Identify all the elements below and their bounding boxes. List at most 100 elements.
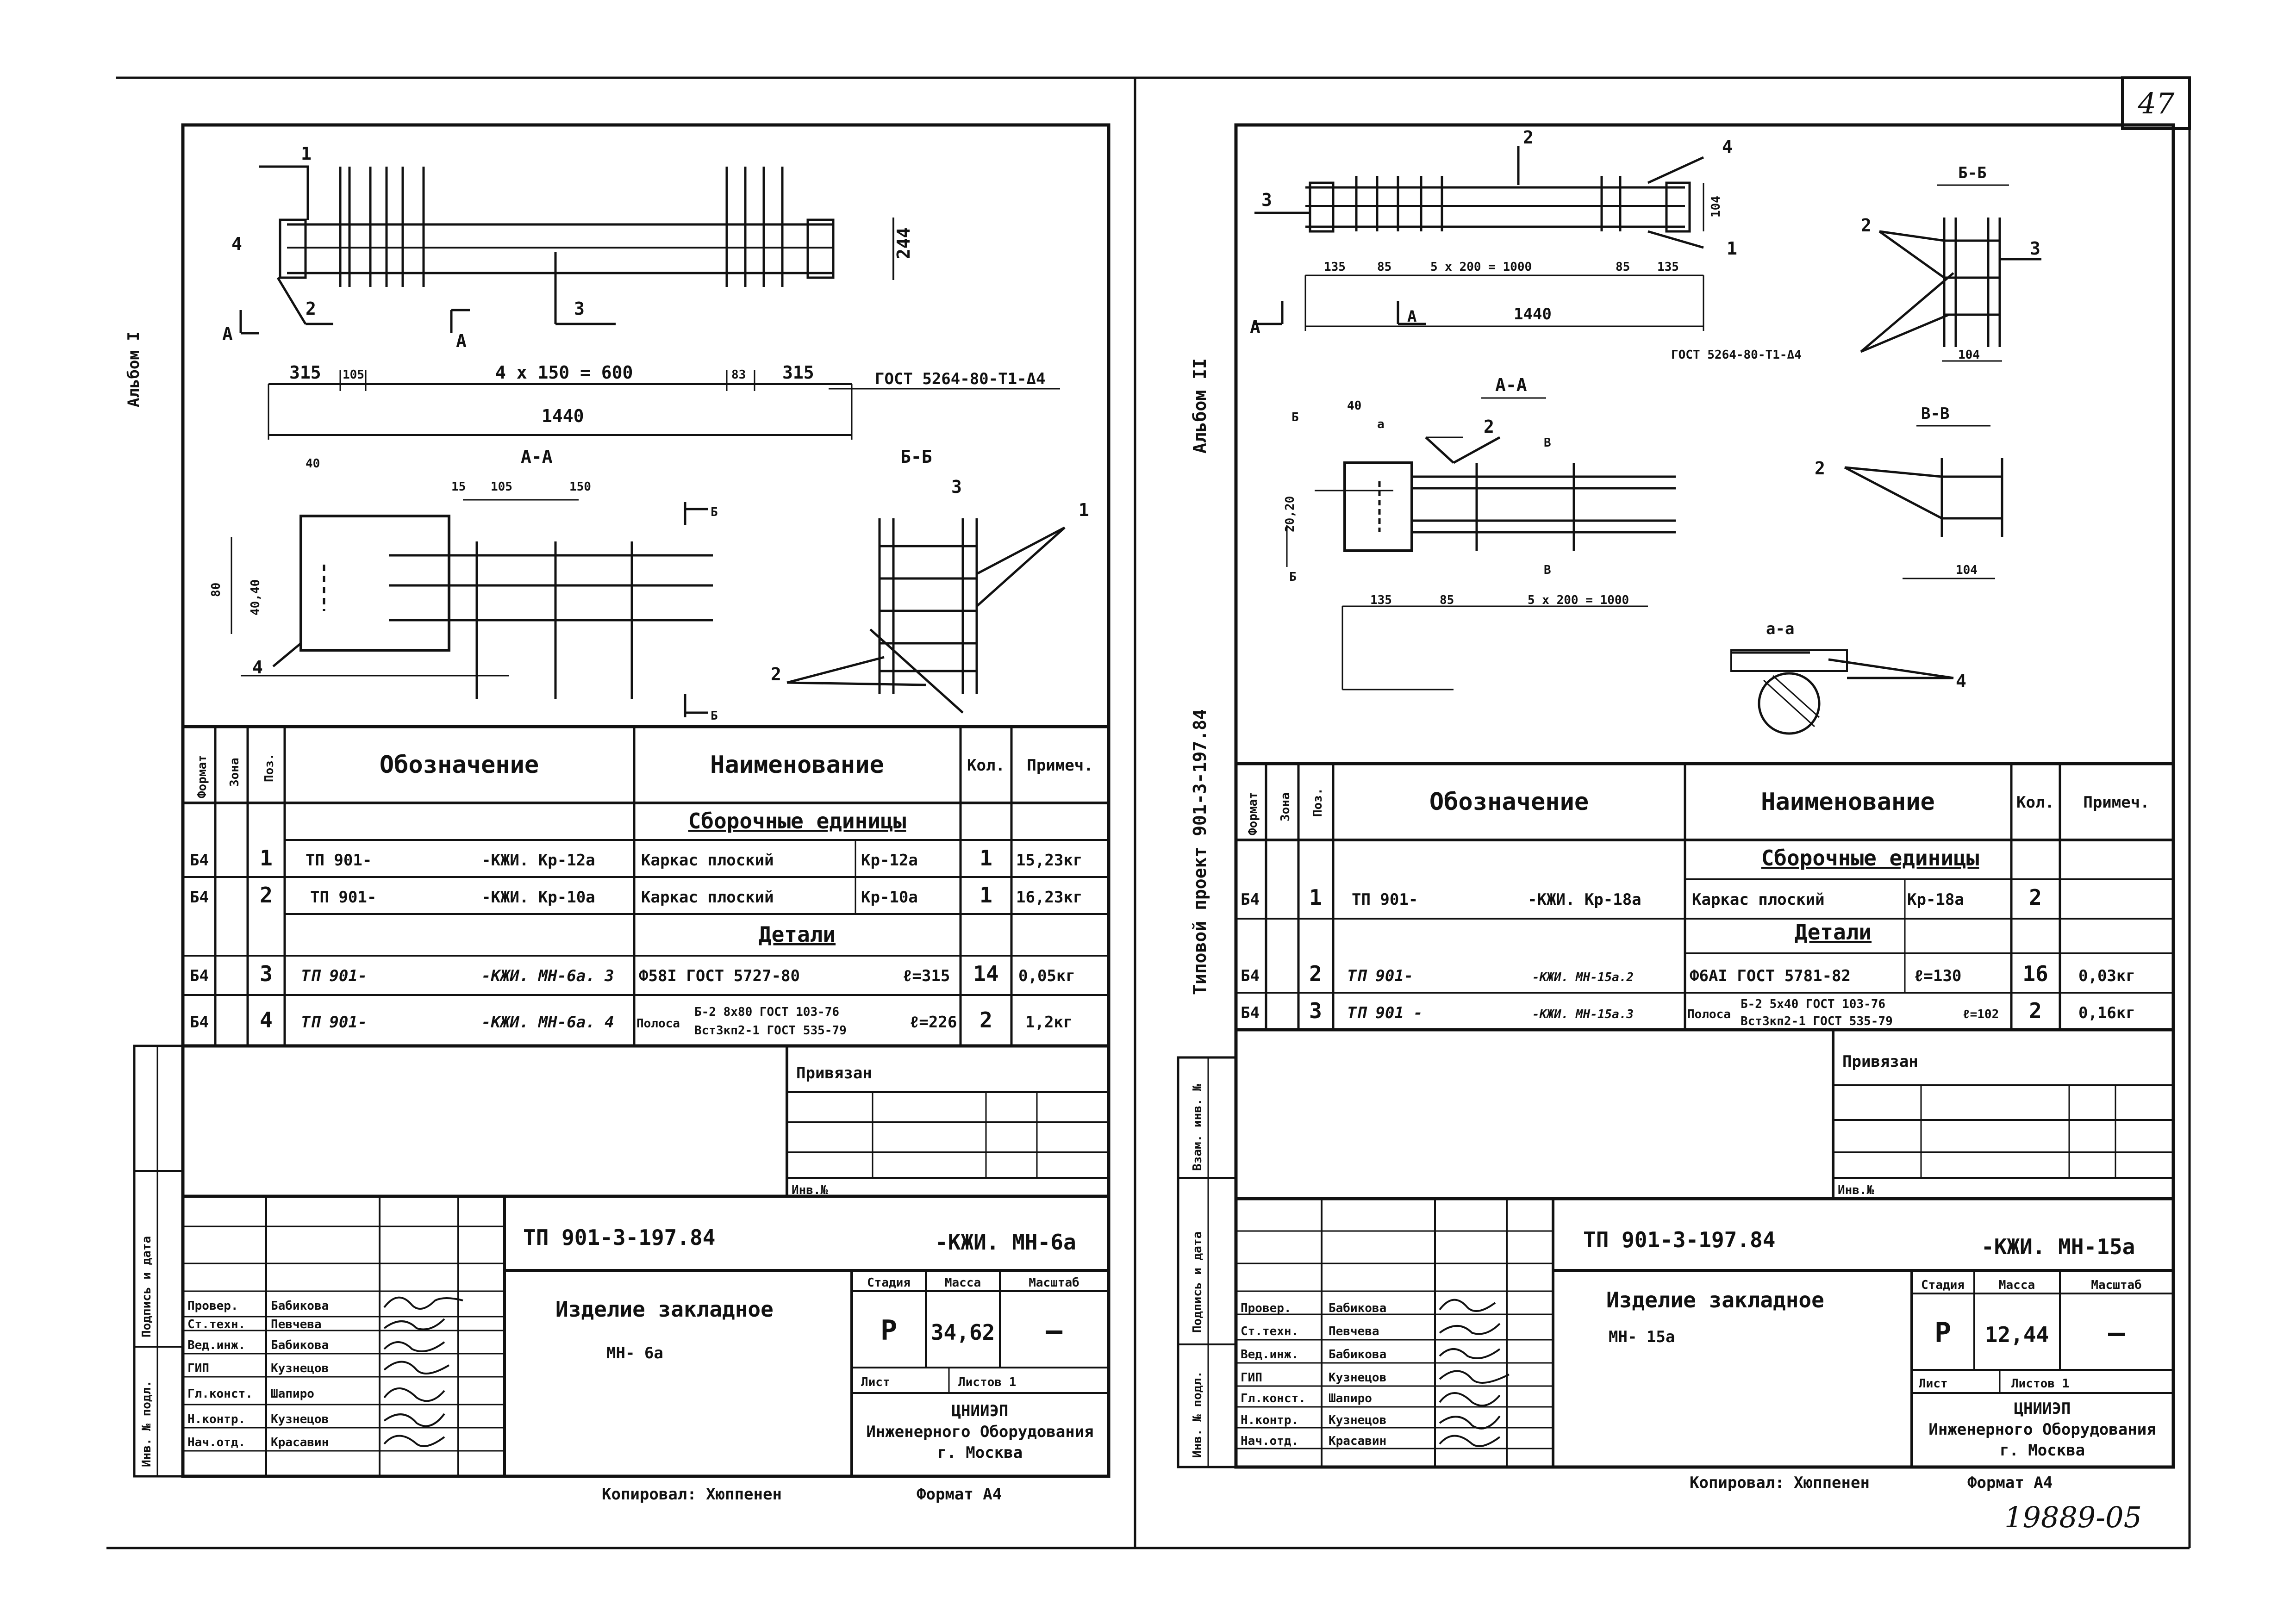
right-section-aa <box>1287 398 1953 734</box>
left-title-2: МН- 6а <box>606 1344 663 1362</box>
left-pos-4-aa: 4 <box>252 657 263 678</box>
right-dim-135a: 135 <box>1324 260 1346 274</box>
right-h-note: Примеч. <box>2083 793 2149 812</box>
right-h-zone: Зона <box>1279 792 1292 821</box>
right-section-aa2-title: а-а <box>1766 620 1794 638</box>
left-h-zone: Зона <box>228 758 242 787</box>
name-a: Каркас плоский <box>1692 890 1825 909</box>
left-h-note: Примеч. <box>1027 756 1093 775</box>
left-mass-label: Масса <box>945 1276 981 1290</box>
right-dim-104b: 104 <box>1958 348 1980 362</box>
right-pos-3: 3 <box>1261 190 1272 210</box>
role-label: ГИП <box>1241 1371 1262 1385</box>
left-tied-label: Привязан <box>796 1064 872 1082</box>
qty-cell: 14 <box>973 961 998 986</box>
right-stage: Р <box>1934 1317 1951 1349</box>
role-label: Гл.конст. <box>1241 1392 1306 1405</box>
left-code: ТП 901-3-197.84 <box>523 1225 715 1250</box>
left-dim-315a: 315 <box>289 362 321 383</box>
pos-cell: 3 <box>260 961 273 986</box>
left-scale: — <box>1046 1314 1063 1347</box>
right-tied-label: Привязан <box>1842 1052 1918 1071</box>
right-group-details: Детали <box>1795 920 1872 945</box>
name-b: ℓ=102 <box>1963 1007 1999 1021</box>
left-dim-150: 150 <box>569 480 591 494</box>
left-dim-105: 105 <box>343 368 364 382</box>
role-label: Н.контр. <box>187 1412 245 1426</box>
note-cell: 0,03кг <box>2078 967 2135 985</box>
left-sheet-label: Лист <box>861 1375 890 1389</box>
left-row-4: Б4 4 ТП 901- -КЖИ. МН-6а. 4 Полоса Б-2 8… <box>190 1005 1073 1038</box>
left-section-b-bot: Б <box>711 709 718 723</box>
left-section-bb <box>787 389 1065 713</box>
qty-cell: 2 <box>2029 885 2042 910</box>
designation-a: ТП 901 - <box>1347 1004 1423 1022</box>
left-dim-15: 15 <box>451 480 466 494</box>
role-label: Вед.инж. <box>1241 1348 1298 1362</box>
right-pos-1: 1 <box>1727 238 1737 259</box>
right-code: ТП 901-3-197.84 <box>1583 1227 1775 1252</box>
right-title-1: Изделие закладное <box>1606 1287 1824 1312</box>
left-pos-2: 2 <box>306 298 316 319</box>
right-sheet <box>1178 125 2173 1467</box>
role-label: Провер. <box>187 1299 238 1313</box>
right-section-a-small: а <box>1377 417 1385 431</box>
stamp-number: 19889-05 <box>2004 1500 2142 1534</box>
role-name: Кузнецов <box>1329 1413 1386 1427</box>
right-dim-104a: 104 <box>1709 196 1723 218</box>
format-cell: Б4 <box>190 851 209 870</box>
left-row-3: Б4 3 ТП 901- -КЖИ. МН-6а. 3 Ф58I ГОСТ 57… <box>190 961 1075 986</box>
role-name: Бабикова <box>271 1299 329 1313</box>
right-row-3: Б4 3 ТП 901 - -КЖИ. МН-15а.3 Полоса Б-2 … <box>1241 997 2135 1028</box>
right-dim-85: 85 <box>1377 260 1391 274</box>
designation-b: -КЖИ. Кр-12а <box>481 851 595 870</box>
left-org-1: ЦНИИЭП <box>952 1402 1009 1420</box>
role-name: Шапиро <box>271 1387 314 1401</box>
role-label: ГИП <box>187 1362 209 1375</box>
name-frac-top: Б-2 8x80 ГОСТ 103-76 <box>694 1005 839 1019</box>
right-roles: Провер. Бабикова Ст.техн. Певчева Вед.ин… <box>1241 1301 1386 1448</box>
right-dim-40: 40 <box>1347 399 1361 413</box>
right-scale-label: Масштаб <box>2091 1278 2142 1292</box>
note-cell: 1,2кг <box>1025 1013 1073 1032</box>
name-a: Ф58I ГОСТ 5727-80 <box>639 967 800 985</box>
right-sheet-label: Лист <box>1919 1377 1948 1391</box>
left-bb-pos-3: 3 <box>951 477 962 497</box>
qty-cell: 2 <box>980 1007 992 1032</box>
left-section-b-top: Б <box>711 505 718 519</box>
right-margin-sign: Подпись и дата <box>1191 1231 1204 1333</box>
right-dim-5x200: 5 x 200 = 1000 <box>1430 260 1532 274</box>
right-row-2: Б4 2 ТП 901- -КЖИ. МН-15а.2 Ф6АI ГОСТ 57… <box>1241 961 2135 986</box>
name-b: ℓ=130 <box>1914 967 1961 985</box>
left-gost-note: ГОСТ 5264-80-Т1-Δ4 <box>875 370 1045 388</box>
right-format: Формат А4 <box>1967 1474 2053 1492</box>
right-aa-pos-2: 2 <box>1484 417 1494 437</box>
pos-cell: 4 <box>260 1007 273 1032</box>
right-dim-85b: 85 <box>1616 260 1630 274</box>
name-b: Кр-10а <box>861 888 918 907</box>
right-dim-total: 1440 <box>1514 305 1552 323</box>
right-title-2: МН- 15а <box>1609 1328 1675 1346</box>
right-pos-4: 4 <box>1722 137 1733 157</box>
right-section-a-mark-2: А <box>1407 307 1416 326</box>
name-frac-bot: Вст3кп2-1 ГОСТ 535-79 <box>694 1024 847 1038</box>
format-cell: Б4 <box>190 967 209 985</box>
right-mass: 12,44 <box>1985 1322 2049 1347</box>
role-label: Нач.отд. <box>1241 1434 1298 1448</box>
right-sheets-label: Листов 1 <box>2011 1377 2069 1391</box>
format-cell: Б4 <box>1241 967 1260 985</box>
right-dim-2020: 20,20 <box>1283 496 1297 532</box>
role-label: Гл.конст. <box>187 1387 253 1401</box>
right-h-name: Наименование <box>1761 788 1935 816</box>
qty-cell: 1 <box>980 846 992 871</box>
name-b: Кр-12а <box>861 851 918 870</box>
right-copied: Копировал: Хюппенен <box>1690 1474 1870 1492</box>
left-org-2: Инженерного Оборудования <box>866 1423 1093 1441</box>
left-inv-label: Инв.№ <box>792 1183 828 1197</box>
name-a: Каркас плоский <box>641 888 774 907</box>
name-b: ℓ=315 <box>903 967 950 985</box>
role-name: Шапиро <box>1329 1392 1372 1405</box>
right-bb-pos-3: 3 <box>2030 238 2040 259</box>
role-name: Певчева <box>1329 1325 1379 1338</box>
